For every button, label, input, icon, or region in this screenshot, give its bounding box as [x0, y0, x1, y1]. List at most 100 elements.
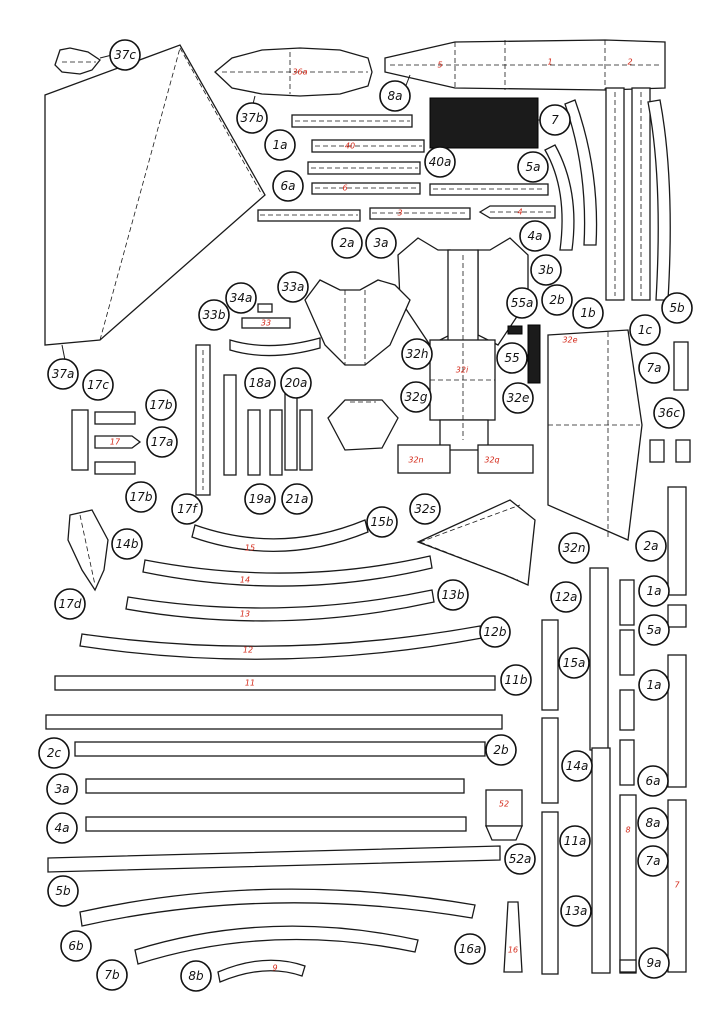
callout-circle — [281, 483, 313, 515]
part-number-17: 17 — [110, 438, 121, 447]
callout-2a: 2a — [635, 530, 667, 562]
callout-label: 37c — [114, 48, 136, 62]
callout-label: 52a — [509, 852, 532, 866]
callout-15a: 15a — [558, 647, 590, 679]
callout-circle — [236, 102, 268, 134]
callout-label: 14a — [566, 759, 589, 773]
part-number-2: 2 — [627, 58, 632, 67]
callout-label: 37b — [241, 111, 264, 125]
part-32s — [416, 499, 536, 586]
part-number-7: 7 — [674, 881, 680, 890]
callout-circle — [661, 292, 693, 324]
callout-circle — [496, 342, 528, 374]
callout-circle — [539, 104, 571, 136]
part-number-13: 13 — [240, 610, 250, 619]
part-number-32i: 32i — [456, 366, 469, 375]
callout-label: 6a — [646, 774, 661, 788]
callout-label: 18a — [249, 376, 272, 390]
callout-circle — [637, 807, 669, 839]
callout-circle — [424, 146, 456, 178]
callout-17b: 17b — [125, 481, 157, 513]
callout-2b: 2b — [541, 284, 573, 316]
callout-label: 5b — [55, 884, 71, 898]
callout-label: 2b — [493, 743, 509, 757]
callout-1a: 1a — [638, 669, 670, 701]
callout-circle — [541, 284, 573, 316]
callout-circle — [125, 481, 157, 513]
callout-34a: 34a — [225, 282, 257, 314]
callout-15b: 15b — [366, 506, 398, 538]
callout-label: 12b — [484, 625, 507, 639]
callout-7b: 7b — [96, 959, 128, 991]
callout-7a: 7a — [638, 352, 670, 384]
black-square-55a — [507, 325, 523, 335]
callout-label: 1a — [273, 138, 288, 152]
part-number-5: 5 — [437, 61, 442, 70]
part-36c-right — [675, 439, 691, 463]
callout-circle — [38, 737, 70, 769]
callout-circle — [506, 287, 538, 319]
callout-label: 7a — [646, 854, 661, 868]
callout-label: 4a — [55, 821, 70, 835]
callout-label: 36c — [658, 406, 680, 420]
callout-circle — [82, 369, 114, 401]
part-37c — [54, 47, 113, 75]
callout-label: 32g — [405, 390, 428, 404]
part-number-1: 1 — [547, 58, 552, 67]
callout-circle — [558, 647, 590, 679]
callout-16a: 16a — [454, 933, 486, 965]
part-32-body — [397, 237, 534, 474]
callout-37a: 37a — [47, 358, 79, 390]
callout-4a: 4a — [519, 220, 551, 252]
strips-vertical-top-right — [544, 87, 671, 301]
strips-upper — [257, 114, 556, 222]
callout-40a: 40a — [424, 146, 456, 178]
callout-circle — [180, 960, 212, 992]
part-number-16: 16 — [508, 946, 518, 955]
curved-strips-bottom — [79, 888, 476, 983]
callout-2a: 2a — [331, 227, 363, 259]
callout-circle — [479, 616, 511, 648]
callout-circle — [638, 669, 670, 701]
callout-label: 37a — [52, 367, 75, 381]
callout-circle — [60, 930, 92, 962]
callout-12b: 12b — [479, 616, 511, 648]
callout-17f: 17f — [171, 493, 203, 525]
callout-1b: 1b — [572, 297, 604, 329]
callout-3a: 3a — [46, 773, 78, 805]
callout-label: 9a — [647, 956, 662, 970]
callout-label: 55 — [504, 351, 519, 365]
callout-label: 6a — [281, 179, 296, 193]
part-52 — [485, 789, 523, 841]
part-33 — [229, 303, 321, 357]
callout-32s: 32s — [409, 493, 441, 525]
part-number-32e: 32e — [562, 336, 577, 345]
callout-5b: 5b — [661, 292, 693, 324]
callout-17b: 17b — [145, 389, 177, 421]
callout-circle — [145, 389, 177, 421]
callout-circle — [519, 220, 551, 252]
callout-19a: 19a — [244, 483, 276, 515]
callout-label: 1c — [638, 323, 653, 337]
callout-circle — [629, 314, 661, 346]
callout-circle — [558, 532, 590, 564]
callout-circle — [638, 575, 670, 607]
callout-circle — [46, 773, 78, 805]
callout-label: 1a — [647, 678, 662, 692]
callout-circle — [54, 588, 86, 620]
part-number-40: 40 — [345, 142, 355, 151]
black-strip-55 — [527, 324, 541, 384]
callout-4a: 4a — [46, 812, 78, 844]
callout-circle — [517, 151, 549, 183]
part-number-14: 14 — [240, 576, 250, 585]
callout-label: 8b — [188, 969, 204, 983]
callout-circle — [572, 297, 604, 329]
callout-circle — [366, 506, 398, 538]
callout-label: 19a — [249, 492, 272, 506]
callout-circle — [560, 895, 592, 927]
callout-17c: 17c — [82, 369, 114, 401]
callout-circle — [638, 352, 670, 384]
callout-8b: 8b — [180, 960, 212, 992]
part-number-52: 52 — [499, 800, 509, 809]
callout-circle — [454, 933, 486, 965]
